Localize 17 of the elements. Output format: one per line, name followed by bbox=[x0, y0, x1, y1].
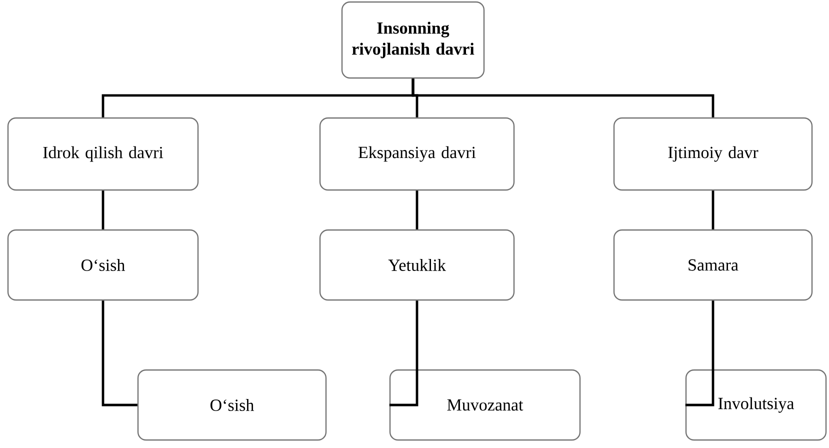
connector-line bbox=[685, 300, 714, 406]
stage-box: Idrok qilish davri bbox=[7, 117, 199, 191]
stage-box: O‘sish bbox=[7, 229, 199, 301]
stage-box: Yetuklik bbox=[319, 229, 515, 301]
stage-box: O‘sish bbox=[137, 369, 327, 441]
connector-line bbox=[102, 190, 104, 230]
connector-line bbox=[412, 78, 714, 118]
stage-box: Samara bbox=[613, 229, 813, 301]
connector-line bbox=[712, 190, 714, 230]
connector-line bbox=[389, 300, 418, 406]
connector-line bbox=[102, 300, 138, 406]
stage-box: Involutsiya bbox=[685, 369, 827, 441]
stage-box: Muvozanat bbox=[389, 369, 581, 441]
stage-box: Ijtimoiy davr bbox=[613, 117, 813, 191]
stage-box: Ekspansiya davri bbox=[319, 117, 515, 191]
connector-line bbox=[416, 190, 418, 230]
title-box: Insonning rivojlanish davri bbox=[341, 1, 485, 79]
